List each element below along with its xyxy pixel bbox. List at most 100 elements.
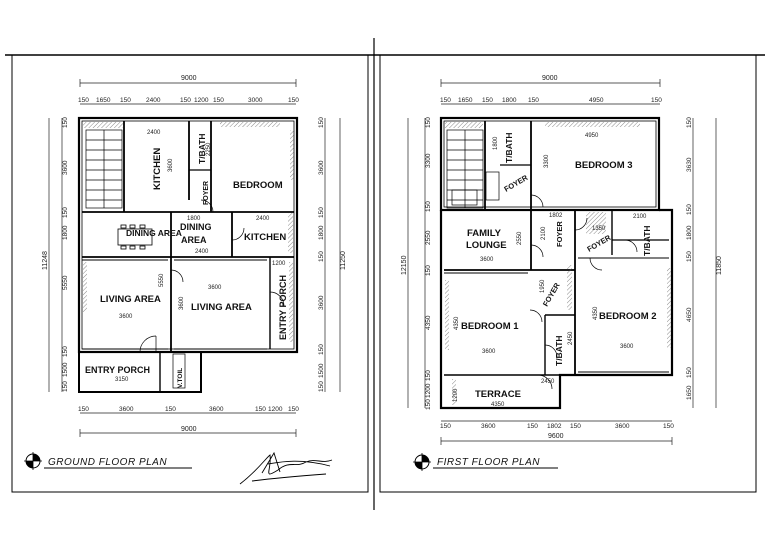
first-doors [451,171,638,390]
first-room-labels: T/BATH FOYER BEDROOM 3 FAMILY LOUNGE FOY… [461,132,657,400]
first-bottom-seg-6: 3600 [615,423,630,430]
first-left-seg-3: 150 [425,201,432,212]
ground-room-labels: KITCHEN T/BATH FOYER BEDROOM DINING AREA… [85,133,288,388]
ground-overall-top-dim: 9000 [181,75,197,82]
ground-inner-dim: 3600 [208,285,222,291]
first-right-overall-dim: 11850 [716,256,723,275]
ground-dimension-labels: 9000 150 1650 150 2400 150 1200 150 3000… [42,75,347,433]
ground-overall-bottom-dim: 9000 [181,426,197,433]
first-top-seg-1: 150 [440,97,451,104]
ground-right-seg-3: 150 [318,207,325,218]
first-family-label-2: LOUNGE [466,240,507,251]
first-inner-dim: 3600 [620,344,634,350]
ground-living-label-2: LIVING AREA [191,302,252,313]
first-inner-dim: 2100 [633,214,647,220]
ground-right-seg-2: 3600 [318,160,325,175]
first-inner-dim: 3600 [480,257,494,263]
ground-right-overall-dim: 11250 [340,251,347,270]
first-left-seg-9: 150 [425,399,432,410]
first-top-seg-3: 150 [482,97,493,104]
signature [239,451,333,485]
ground-bottom-seg-3: 150 [165,406,176,413]
first-bedroom3-label: BEDROOM 3 [575,160,633,171]
first-foyer-label-2: FOYER [555,221,564,247]
ground-floor-plan: KITCHEN T/BATH FOYER BEDROOM DINING AREA… [24,75,347,485]
ground-right-seg-1: 150 [318,117,325,128]
ground-bottom-seg-7: 150 [288,406,299,413]
first-inner-dim: 2450 [568,331,574,345]
ground-bottom-seg-4: 3600 [209,406,224,413]
first-top-seg-5: 150 [528,97,539,104]
ground-dining-label-1: DINING AREA [126,228,182,238]
ground-dimensions [48,79,341,437]
first-inner-dim: 4350 [454,316,460,330]
first-bottom-seg-2: 3600 [481,423,496,430]
ground-left-seg-8: 150 [62,381,69,392]
ground-living-label-1: LIVING AREA [100,294,161,305]
ground-inner-dim: 3600 [179,296,185,310]
ground-caption-group: GROUND FLOOR PLAN [24,452,192,470]
ground-bottom-seg-6: 1200 [268,406,283,413]
first-overall-bottom-dim: 9600 [548,433,564,440]
first-left-seg-4: 2550 [425,230,432,245]
ground-top-seg-4: 2400 [146,97,161,104]
first-caption-group: FIRST FLOOR PLAN [413,453,558,471]
ground-inner-dim: 1800 [187,216,201,222]
first-inner-dim: 3600 [482,349,496,355]
ground-inner-dim: 2400 [195,249,209,255]
ground-kitchen-label: KITCHEN [152,148,163,190]
first-bedroom2-label: BEDROOM 2 [599,311,657,322]
ground-top-seg-7: 150 [213,97,224,104]
first-bottom-seg-5: 150 [570,423,581,430]
ground-inner-dim: 3600 [119,314,133,320]
first-inner-dim: 1800 [493,136,499,150]
ground-inner-dim: 3600 [168,158,174,172]
first-tbath-label-3: T/BATH [554,335,564,366]
first-left-seg-8: 1200 [425,383,432,398]
first-bottom-seg-3: 150 [527,423,538,430]
first-right-seg-5: 150 [686,251,693,262]
first-left-overall-dim: 12150 [401,255,408,275]
first-dimension-labels: 9000 150 1650 150 1800 150 4950 150 150 … [401,75,723,440]
first-top-seg-2: 1650 [458,97,473,104]
first-right-seg-1: 150 [686,117,693,128]
first-left-seg-6: 4350 [425,315,432,330]
ground-left-seg-5: 5550 [62,275,69,290]
first-inner-dim: 1802 [549,213,563,219]
ground-top-seg-6: 1200 [194,97,209,104]
ground-walls [77,116,299,393]
first-terrace-label: TERRACE [475,389,521,400]
first-inner-dim: 1350 [592,226,606,232]
ground-inner-dim: 5550 [159,273,165,287]
first-right-seg-8: 1650 [686,385,693,400]
first-left-seg-5: 150 [425,265,432,276]
first-bottom-seg-4: 1802 [547,423,562,430]
ground-foyer-label: FOYER [203,181,210,205]
first-floor-plan: T/BATH FOYER BEDROOM 3 FAMILY LOUNGE FOY… [401,75,723,471]
ground-kitchen2-label: KITCHEN [244,232,286,243]
ground-tbath-label: T/BATH [197,133,207,164]
first-inner-dim: 4350 [491,402,505,408]
first-inner-dim: 2550 [517,231,523,245]
ground-right-seg-5: 150 [318,251,325,262]
ground-staircase [85,129,123,209]
first-foyer-label-1: FOYER [503,173,530,194]
first-right-seg-3: 150 [686,204,693,215]
first-top-seg-6: 4950 [589,97,604,104]
first-top-seg-7: 150 [651,97,662,104]
first-staircase [446,129,484,209]
ground-right-seg-6: 3600 [318,295,325,310]
ground-top-seg-2: 1650 [96,97,111,104]
first-inner-dim: 1950 [540,279,546,293]
ground-left-seg-6: 150 [62,346,69,357]
first-right-seg-4: 1800 [686,225,693,240]
ground-inner-dim: 3150 [115,377,129,383]
first-walls [439,116,674,410]
ground-top-seg-1: 150 [78,97,89,104]
ground-entry-porch-label: ENTRY PORCH [85,365,150,375]
ground-top-seg-8: 3000 [248,97,263,104]
first-top-seg-4: 1800 [502,97,517,104]
sheet-frame [5,38,765,510]
ground-inner-dim: 1200 [272,261,286,267]
